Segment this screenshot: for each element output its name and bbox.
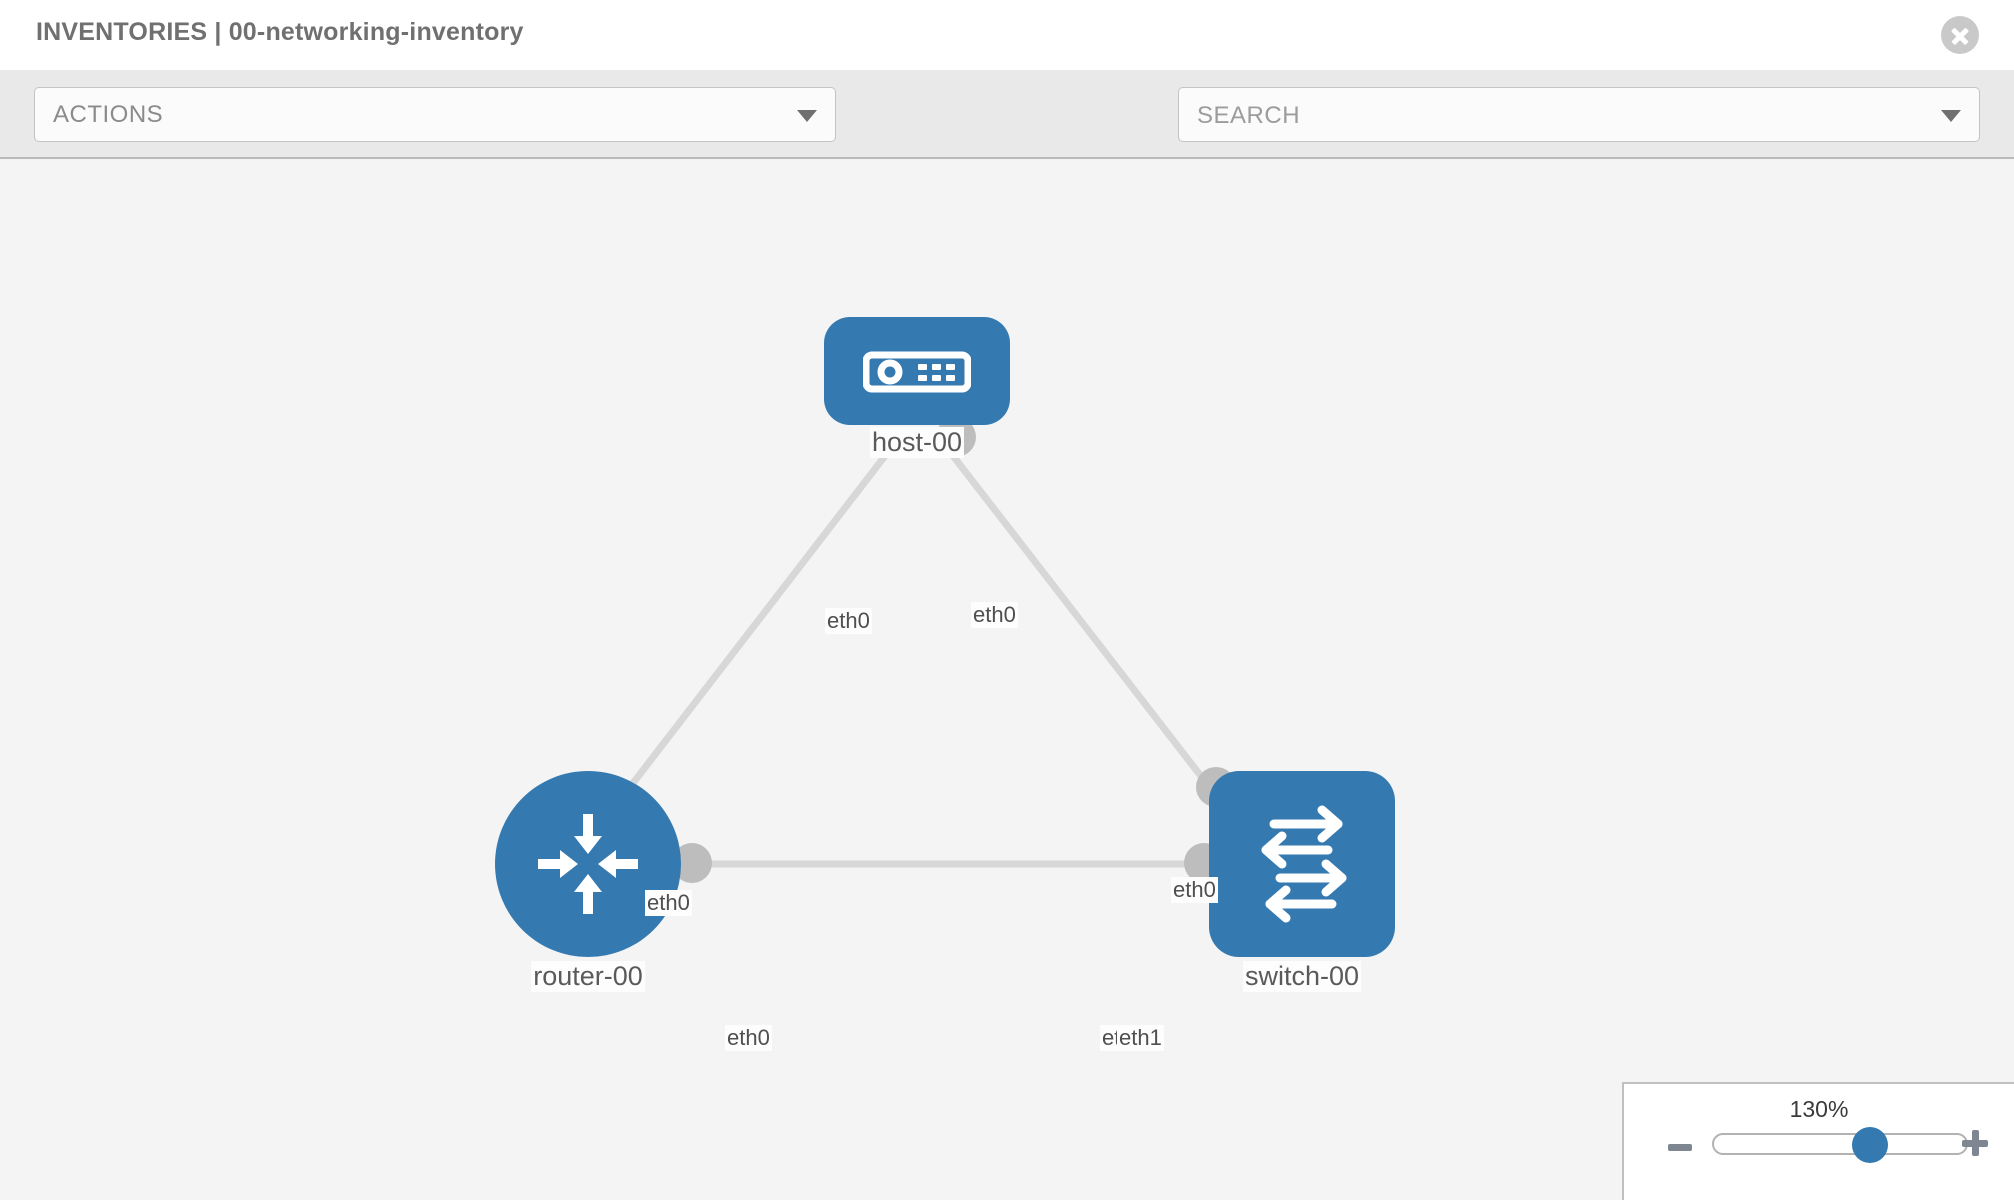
edge-host00-switch00 (937, 436, 1241, 827)
chevron-down-icon[interactable] (1941, 110, 1961, 122)
zoom-level-value: 130% (1789, 1096, 1849, 1122)
edge-host00-router00 (587, 436, 901, 842)
toolbar: ACTIONS (0, 70, 2014, 200)
zoom-slider-track[interactable] (1712, 1127, 1968, 1163)
node-host-00[interactable]: host-00 (824, 317, 1010, 458)
edge-label-router00-switch00-iface: eth0 (725, 1025, 772, 1051)
node-router-00-shape (495, 771, 681, 957)
actions-dropdown-label: ACTIONS (53, 101, 164, 128)
edge-label-host00-router00-iface: eth0 (825, 608, 872, 634)
topology-canvas[interactable]: host-00 router-00 (0, 159, 2014, 1200)
chevron-down-icon (797, 110, 817, 122)
edge-label-router00-host00-iface: eth0 (645, 890, 692, 916)
actions-dropdown[interactable]: ACTIONS (34, 87, 836, 142)
node-router-00[interactable]: router-00 (495, 771, 681, 992)
node-switch-00-shape (1209, 771, 1395, 957)
switch-arrows-icon (1261, 805, 1347, 923)
node-switch-00[interactable]: switch-00 (1209, 771, 1395, 992)
zoom-in-button[interactable] (1962, 1130, 1988, 1156)
zoom-slider-thumb[interactable] (1852, 1127, 1889, 1163)
search-box[interactable] (1178, 87, 1980, 143)
router-arrows-icon (538, 814, 638, 914)
edge-label-host00-switch00-iface: eth0 (971, 602, 1018, 628)
zoom-control-panel: 130% (1622, 1082, 2014, 1200)
node-router-00-label: router-00 (531, 961, 645, 992)
edge-label-switch00-router00-iface-b: eth1 (1117, 1025, 1164, 1051)
search-input[interactable] (1195, 88, 1919, 143)
page-header: INVENTORIES | 00-networking-inventory (0, 0, 2014, 70)
edge-label-switch00-host00-iface: eth0 (1171, 877, 1218, 903)
close-icon[interactable] (1941, 16, 1979, 54)
node-host-00-shape (824, 317, 1010, 425)
node-host-00-label: host-00 (869, 427, 965, 458)
page-title: INVENTORIES | 00-networking-inventory (36, 18, 524, 46)
topology-edges (587, 436, 1241, 868)
server-icon (863, 351, 971, 393)
zoom-out-button[interactable] (1668, 1144, 1692, 1151)
node-switch-00-label: switch-00 (1242, 961, 1362, 992)
